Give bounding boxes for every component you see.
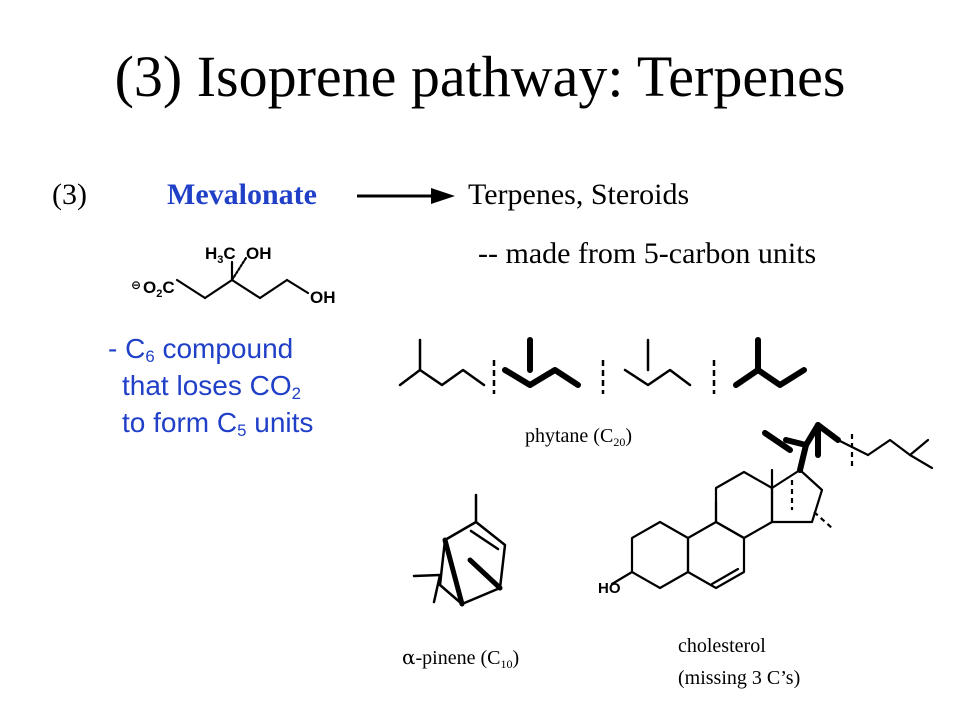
phytane-caption: phytane (C20) xyxy=(525,425,632,449)
cholesterol-ho-label: HO xyxy=(598,580,621,597)
phytane-structure xyxy=(398,337,807,388)
five-carbon-note: -- made from 5-carbon units xyxy=(478,237,817,270)
mevalonate-structure xyxy=(175,256,310,300)
mevalonate-labels: ⊖ O2C H3C OH OH xyxy=(131,244,336,307)
step-number: (3) xyxy=(52,178,87,211)
phytane-dividers xyxy=(492,360,716,394)
cholesterol-caption-line1: cholesterol xyxy=(678,635,766,657)
hydroxyl-top-label: OH xyxy=(246,244,272,263)
hydroxyl-end-label: OH xyxy=(310,288,336,307)
bullet-line-1: - C6 compound xyxy=(108,333,294,367)
page-title: (3) Isoprene pathway: Terpenes xyxy=(114,44,846,109)
products-label: Terpenes, Steroids xyxy=(468,178,690,211)
mevalonate-label: Mevalonate xyxy=(167,178,317,211)
cholesterol-side-chain xyxy=(762,422,934,473)
bullet-line-2: that loses CO2 xyxy=(122,370,301,404)
pinene-structure xyxy=(412,493,507,607)
cholesterol-caption-line2: (missing 3 C’s) xyxy=(678,667,800,689)
methyl-label: H3C xyxy=(205,244,236,266)
reaction-arrow-icon xyxy=(357,184,457,213)
carboxylate-label: O2C xyxy=(143,278,175,300)
cholesterol-structure xyxy=(610,468,824,590)
bullet-line-3: to form C5 units xyxy=(122,407,314,441)
pinene-caption: α-pinene (C10) xyxy=(402,645,519,671)
cholesterol-dividers xyxy=(790,434,854,529)
carboxylate-charge: ⊖ xyxy=(131,278,141,292)
